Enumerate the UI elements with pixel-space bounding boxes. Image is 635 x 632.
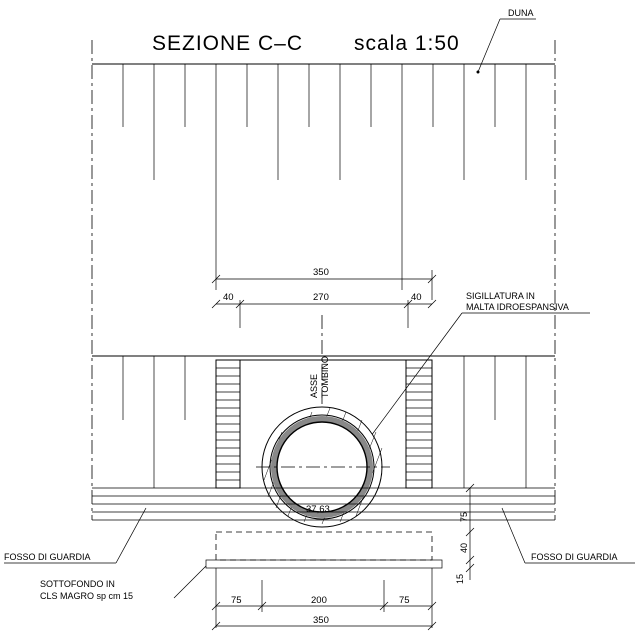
- dune-hatch-upper: [122, 64, 527, 180]
- axis-label-2: TOMBINO: [320, 356, 330, 398]
- dim-top-total: 350: [313, 267, 329, 278]
- fosso-right-label: FOSSO DI GUARDIA: [531, 552, 618, 562]
- sottofondo-slab: [205, 559, 443, 569]
- dim-top-mid: 270: [313, 292, 329, 303]
- left-wall-hatch: [216, 367, 240, 481]
- dim-bottom-total: 350: [313, 615, 329, 626]
- sottofondo-leader: [173, 565, 207, 599]
- dim-top-right: 40: [411, 292, 422, 303]
- duna-leader: [477, 18, 501, 73]
- fosso-layers: [92, 487, 555, 521]
- section-title: SEZIONE C–C: [152, 32, 303, 55]
- sottofondo-label-1: SOTTOFONDO IN: [40, 579, 115, 589]
- dim-top-left: 40: [223, 292, 234, 303]
- pipe: [256, 406, 390, 528]
- duna-label: DUNA: [508, 8, 534, 18]
- right-wall-hatch: [406, 367, 432, 481]
- dim-bottom-right: 75: [399, 595, 410, 606]
- foundation-block: [215, 531, 433, 561]
- fosso-left-leader: [115, 507, 147, 564]
- duna-leader-dot: [476, 70, 480, 74]
- fosso-right-leader: [501, 507, 526, 564]
- dim-side-75: 75: [459, 512, 469, 522]
- axis-label-1: ASSE: [309, 374, 319, 398]
- dim-bottom-left: 75: [231, 595, 242, 606]
- dune-hatch-lower: [122, 356, 527, 488]
- sottofondo-label-2: CLS MAGRO sp cm 15: [40, 591, 133, 601]
- dim-side-15: 15: [455, 574, 465, 584]
- dim-side-40: 40: [459, 543, 469, 553]
- scale-label: scala 1:50: [354, 32, 460, 55]
- sigillatura-leader: [367, 312, 463, 441]
- fosso-left-label: FOSSO DI GUARDIA: [4, 552, 91, 562]
- sigillatura-label-2: MALTA IDROESPANSIVA: [466, 302, 569, 312]
- pipe-level: 37,63: [306, 504, 330, 515]
- sigillatura-label-1: SIGILLATURA IN: [466, 291, 535, 301]
- dim-bottom-mid: 200: [311, 595, 327, 606]
